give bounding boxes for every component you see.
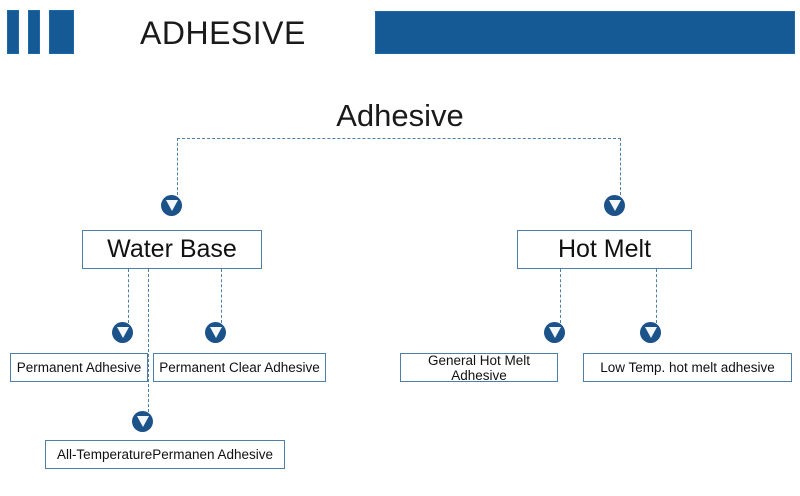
arrow-down-icon-low-temp-hot-melt-adhesive <box>640 322 661 343</box>
node-general-hot-melt-adhesive[interactable]: General Hot Melt Adhesive <box>400 352 558 383</box>
connector-water-base-to-permanent-clear <box>221 269 222 323</box>
header-accent-bar-2 <box>28 10 40 54</box>
node-general-hot-melt-adhesive-label: General Hot Melt Adhesive <box>427 352 531 383</box>
node-water-base-label: Water Base <box>107 235 237 263</box>
arrow-down-icon-all-temperature-adhesive <box>132 411 153 432</box>
connector-root-to-water-base <box>177 138 178 195</box>
node-hot-melt[interactable]: Hot Melt <box>517 230 692 269</box>
node-water-base[interactable]: Water Base <box>82 230 262 269</box>
root-node-label: Adhesive <box>336 98 464 133</box>
node-permanent-adhesive[interactable]: Permanent Adhesive <box>10 353 148 382</box>
connector-water-base-to-all-temperature <box>148 269 149 412</box>
node-permanent-adhesive-label: Permanent Adhesive <box>16 360 142 375</box>
connector-hot-melt-to-low-temp <box>656 269 657 323</box>
node-permanent-clear-adhesive[interactable]: Permanent Clear Adhesive <box>153 353 326 382</box>
arrow-down-icon-hot-melt <box>604 195 625 216</box>
arrow-down-icon-water-base <box>161 195 182 216</box>
header-accent-bar-3 <box>49 10 74 54</box>
header-accent-bar-wide <box>375 11 795 54</box>
connector-water-base-to-permanent <box>128 269 129 323</box>
node-low-temp-hot-melt-adhesive[interactable]: Low Temp. hot melt adhesive <box>583 353 792 382</box>
node-hot-melt-label: Hot Melt <box>557 235 652 263</box>
node-low-temp-hot-melt-adhesive-label: Low Temp. hot melt adhesive <box>600 360 775 375</box>
connector-hot-melt-to-general <box>560 269 561 323</box>
connector-root-to-hot-melt <box>620 138 621 195</box>
arrow-down-icon-general-hot-melt-adhesive <box>544 322 565 343</box>
header-accent-bar-1 <box>7 10 19 54</box>
node-all-temperature-permanent-adhesive-label: All-TemperaturePermanen Adhesive <box>56 447 274 462</box>
node-permanent-clear-adhesive-label: Permanent Clear Adhesive <box>159 360 320 375</box>
arrow-down-icon-permanent-adhesive <box>112 322 133 343</box>
arrow-down-icon-permanent-clear-adhesive <box>205 322 226 343</box>
connector-root-horizontal <box>177 138 621 139</box>
page-title: ADHESIVE <box>140 15 306 51</box>
node-all-temperature-permanent-adhesive[interactable]: All-TemperaturePermanen Adhesive <box>45 440 285 469</box>
